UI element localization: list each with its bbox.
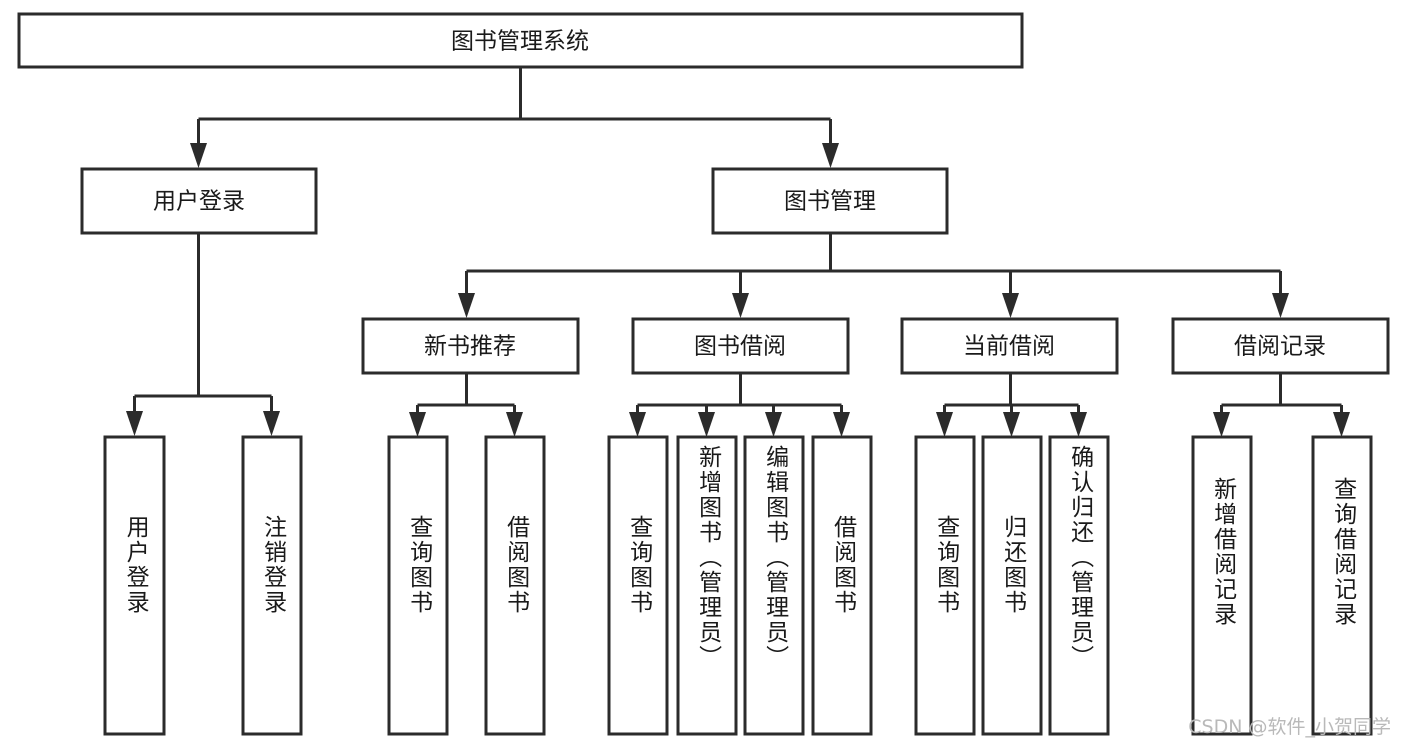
- arrow-head-leaf-add-book: [698, 412, 715, 437]
- leaf-box-query-book-3[interactable]: [914, 435, 976, 736]
- leaf-box-return-book[interactable]: [981, 435, 1043, 736]
- node-box-root[interactable]: [17, 12, 1024, 69]
- node-label-user-login: 用户登录: [153, 189, 245, 215]
- leaf-box-add-book[interactable]: [676, 435, 738, 736]
- arrow-head-leaf-query-record: [1333, 412, 1350, 437]
- arrow-head-leaf-borrow-book-1: [506, 412, 523, 437]
- arrow-head-borrowrecord: [1272, 293, 1289, 318]
- node-label-book-manage: 图书管理: [784, 189, 876, 215]
- leaf-box-borrow-book-1[interactable]: [484, 435, 546, 736]
- arrow-head-leaf-add-record: [1213, 412, 1230, 437]
- node-box-user-login[interactable]: [80, 167, 318, 235]
- arrow-head-leaf-query-book-3: [936, 412, 953, 437]
- node-label-current-borrow: 当前借阅: [963, 334, 1055, 360]
- leaf-box-user-login[interactable]: [103, 435, 166, 736]
- node-label-book-borrow: 图书借阅: [694, 334, 786, 360]
- leaf-box-borrow-book-2[interactable]: [811, 435, 873, 736]
- node-box-current-borrow[interactable]: [900, 317, 1119, 375]
- arrow-head-leaf-confirm-return: [1070, 412, 1087, 437]
- node-box-book-manage[interactable]: [711, 167, 949, 235]
- arrow-head-currentborrow: [1002, 293, 1019, 318]
- arrow-head-leaf-query-book-2: [629, 412, 646, 437]
- nodes: 图书管理系统 用户登录 图书管理 新书推荐 图书借阅 当前借阅 借阅记录: [17, 12, 1390, 736]
- arrow-head-user-login: [190, 143, 207, 168]
- leaf-box-query-book-1[interactable]: [387, 435, 449, 736]
- leaf-box-logout[interactable]: [241, 435, 303, 736]
- arrow-head-newbook: [458, 293, 475, 318]
- connectors: [126, 67, 1350, 437]
- leaf-box-edit-book[interactable]: [743, 435, 805, 736]
- node-box-book-borrow[interactable]: [631, 317, 850, 375]
- arrow-head-leaf-query-book-1: [409, 412, 426, 437]
- node-box-new-book-recommend[interactable]: [361, 317, 580, 375]
- arrow-head-leaf-user-login: [126, 411, 143, 436]
- node-label-borrow-record: 借阅记录: [1234, 334, 1326, 360]
- arrow-head-leaf-edit-book: [765, 412, 782, 437]
- node-label-new-book-recommend: 新书推荐: [424, 334, 516, 360]
- leaf-box-add-record[interactable]: [1191, 435, 1253, 736]
- leaf-box-query-record[interactable]: [1311, 435, 1373, 736]
- node-box-borrow-record[interactable]: [1171, 317, 1390, 375]
- arrow-head-bookborrow: [732, 293, 749, 318]
- leaf-box-confirm-return[interactable]: [1048, 435, 1110, 736]
- arrow-head-book-manage: [822, 143, 839, 168]
- arrow-head-leaf-return-book: [1003, 412, 1020, 437]
- node-label-root: 图书管理系统: [451, 29, 589, 55]
- arrow-head-leaf-borrow-book-2: [833, 412, 850, 437]
- leaf-box-query-book-2[interactable]: [607, 435, 669, 736]
- arrow-head-leaf-logout: [263, 411, 280, 436]
